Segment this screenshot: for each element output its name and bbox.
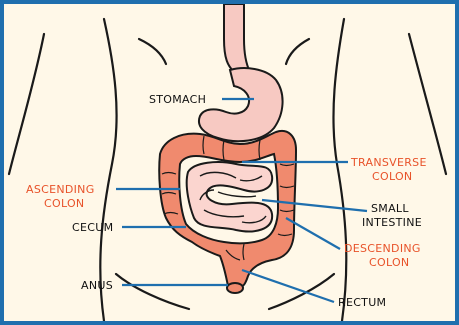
label-transverse-colon-line2: COLON: [372, 170, 412, 183]
label-transverse-colon-line1: TRANSVERSE: [350, 156, 427, 169]
label-ascending-colon-line2: COLON: [44, 197, 84, 210]
label-descending-colon-line1: DESCENDING: [344, 242, 421, 255]
small-intestine: [187, 162, 272, 231]
label-small-intestine-line2: INTESTINE: [362, 216, 422, 229]
left-chest-line: [139, 39, 166, 64]
torso-left-edge: [100, 19, 116, 321]
esophagus: [224, 4, 250, 72]
label-cecum: CECUM: [72, 221, 113, 234]
label-rectum: RECTUM: [338, 296, 386, 309]
leader-rectum: [242, 270, 334, 302]
left-arm-edge: [9, 34, 44, 174]
torso-right-edge: [333, 19, 346, 321]
label-stomach: STOMACH: [149, 93, 206, 106]
digestive-system-diagram: STOMACH TRANSVERSE COLON ASCENDING COLON…: [4, 4, 455, 321]
label-anus: ANUS: [81, 279, 113, 292]
label-ascending-colon-line1: ASCENDING: [26, 183, 95, 196]
right-arm-edge: [409, 34, 446, 174]
label-descending-colon-line2: COLON: [369, 256, 409, 269]
label-small-intestine-line1: SMALL: [371, 202, 409, 215]
right-chest-line: [286, 39, 309, 64]
anus: [227, 283, 243, 293]
hip-left-line: [116, 274, 189, 309]
stomach: [199, 68, 283, 141]
